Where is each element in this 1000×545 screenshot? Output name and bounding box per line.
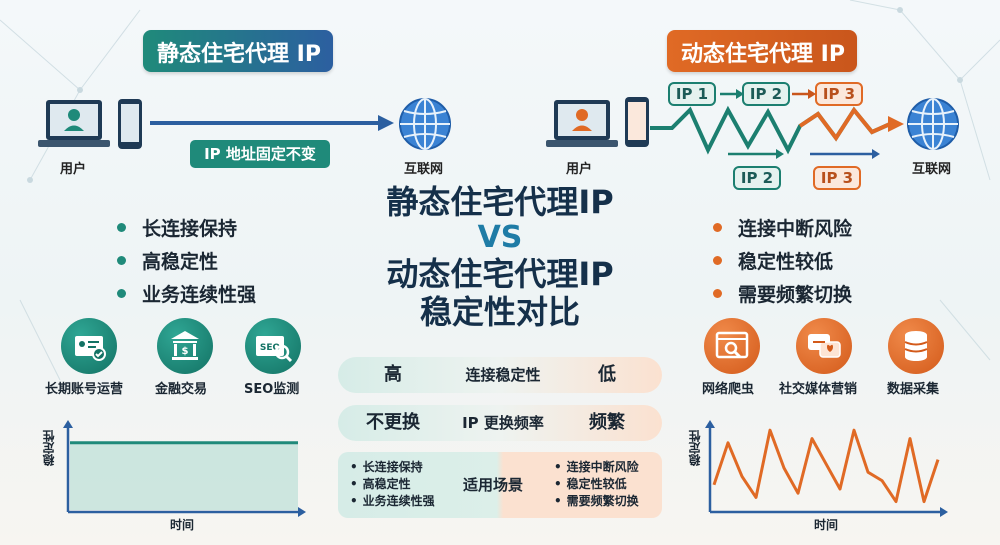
ip-change-label: IP 更换频率 — [462, 414, 544, 432]
use-case-label: 数据采集 — [887, 382, 940, 397]
dynamic-ip-change-value: 频繁 — [589, 412, 625, 433]
scenario-comparison-box: 长连接保持 高稳定性 业务连续性强 适用场景 连接中断风险 稳定性较低 需要频繁… — [338, 452, 662, 518]
main-title-line3: 稳定性对比 — [419, 293, 580, 331]
static-proxy-title: 静态住宅代理 IP — [143, 30, 333, 72]
y-axis-arrow — [63, 420, 73, 428]
static-feature-list: 长连接保持 高稳定性 业务连续性强 — [117, 214, 256, 313]
main-title: 静态住宅代理IP VS 动态住宅代理IP 稳定性对比 — [330, 183, 670, 331]
dynamic-chart-ylabel: 稳定性 — [688, 430, 702, 466]
dynamic-stability-value: 低 — [598, 364, 616, 385]
static-connection-arrow — [150, 115, 394, 131]
main-title-line1: 静态住宅代理IP — [386, 183, 614, 221]
static-chart-xlabel: 时间 — [170, 518, 195, 532]
main-title-line2: 动态住宅代理IP — [386, 255, 614, 293]
static-chart-ylabel: 稳定性 — [42, 430, 56, 466]
bank-icon: $ — [157, 318, 213, 374]
static-user-label: 用户 — [60, 162, 87, 177]
dynamic-chart-xlabel: 时间 — [814, 518, 839, 532]
use-case-label: 金融交易 — [155, 382, 208, 397]
scenario-right-list: 连接中断风险 稳定性较低 需要频繁切换 — [554, 459, 639, 510]
dynamic-feature-item: 稳定性较低 — [713, 247, 852, 274]
static-stability-value: 高 — [384, 364, 402, 385]
ip-change-comparison-row: 不更换 IP 更换频率 频繁 — [338, 405, 662, 441]
laptop-user-icon — [546, 100, 618, 147]
x-axis-arrow — [940, 507, 948, 517]
list-item: 需要频繁切换 — [554, 493, 639, 510]
globe-icon — [399, 98, 451, 150]
scenario-label: 适用场景 — [463, 476, 524, 494]
dynamic-feature-list: 连接中断风险 稳定性较低 需要频繁切换 — [713, 214, 852, 313]
fixed-ip-label: IP 地址固定不变 — [190, 140, 330, 168]
list-item: 稳定性较低 — [554, 476, 639, 493]
dynamic-feature-item: 需要频繁切换 — [713, 280, 852, 307]
dynamic-stability-chart — [705, 420, 948, 517]
ip-pill-1: IP 1 — [668, 82, 716, 106]
dynamic-connection-zigzag — [650, 89, 904, 159]
list-item: 业务连续性强 — [350, 493, 435, 510]
static-feature-item: 高稳定性 — [117, 247, 256, 274]
dynamic-proxy-title: 动态住宅代理 IP — [667, 30, 857, 72]
dynamic-user-label: 用户 — [566, 162, 593, 177]
scenario-left-list: 长连接保持 高稳定性 业务连续性强 — [350, 459, 435, 510]
social-chat-icon — [796, 318, 852, 374]
svg-text:SEO: SEO — [260, 343, 281, 353]
database-icon — [888, 318, 944, 374]
phone-icon — [118, 99, 142, 149]
static-stability-area — [70, 442, 298, 510]
phone-icon — [625, 97, 649, 147]
static-stability-chart — [63, 420, 306, 517]
y-axis-arrow — [705, 420, 715, 428]
ip-pill-3: IP 3 — [815, 82, 863, 106]
list-item: 连接中断风险 — [554, 459, 639, 476]
use-case-label: 社交媒体营销 — [779, 382, 858, 397]
dynamic-internet-label: 互联网 — [912, 162, 952, 177]
list-item: 高稳定性 — [350, 476, 435, 493]
browser-search-icon — [704, 318, 760, 374]
main-title-vs: VS — [477, 220, 523, 255]
list-item: 长连接保持 — [350, 459, 435, 476]
ip-pill-2-lower: IP 2 — [733, 166, 781, 190]
use-case-label: 长期账号运营 — [45, 382, 124, 397]
svg-text:$: $ — [182, 346, 189, 357]
dynamic-stability-line — [712, 428, 940, 504]
static-ip-change-value: 不更换 — [366, 412, 420, 433]
laptop-user-icon — [38, 100, 110, 147]
id-card-check-icon — [61, 318, 117, 374]
use-case-label: SEO监测 — [244, 382, 300, 397]
static-internet-label: 互联网 — [404, 162, 444, 177]
x-axis-arrow — [298, 507, 306, 517]
stability-comparison-row: 高 连接稳定性 低 — [338, 357, 662, 393]
stability-label: 连接稳定性 — [465, 366, 541, 384]
ip-pill-3-lower: IP 3 — [813, 166, 861, 190]
use-case-label: 网络爬虫 — [702, 382, 755, 397]
seo-magnifier-icon: SEO — [245, 318, 301, 374]
dynamic-feature-item: 连接中断风险 — [713, 214, 852, 241]
static-feature-item: 长连接保持 — [117, 214, 256, 241]
globe-icon — [907, 98, 959, 150]
static-feature-item: 业务连续性强 — [117, 280, 256, 307]
